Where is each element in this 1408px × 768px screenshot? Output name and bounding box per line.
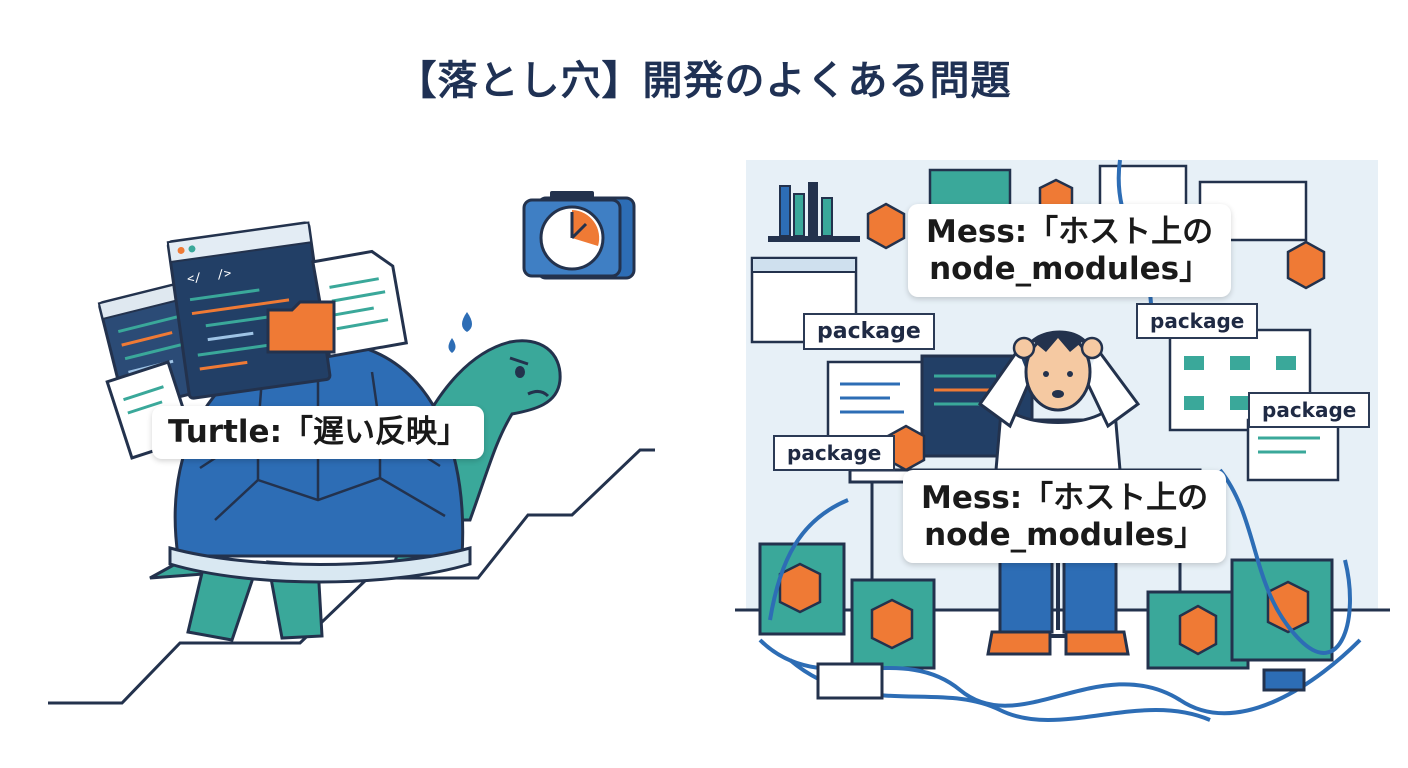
package-label: package bbox=[1136, 303, 1259, 339]
package-label: package bbox=[1248, 392, 1371, 428]
package-label: package bbox=[773, 435, 896, 471]
callout-mess-bottom-line1: Mess:「ホスト上の bbox=[921, 480, 1209, 516]
package-box-icon bbox=[758, 178, 1334, 670]
callout-mess-bottom-line2: node_modules」 bbox=[924, 516, 1206, 553]
staircase bbox=[48, 448, 655, 705]
callout-turtle-text: Turtle:「遅い反映」 bbox=[168, 414, 468, 450]
package-label: package bbox=[803, 313, 935, 350]
code-window-stack: </ /> bbox=[97, 221, 409, 460]
code-tag-close: /> bbox=[216, 266, 232, 282]
callout-mess-bottom: Mess:「ホスト上の node_modules」 bbox=[903, 470, 1227, 564]
callout-mess-top: Mess:「ホスト上の node_modules」 bbox=[908, 204, 1232, 298]
callout-mess-top-line1: Mess:「ホスト上の bbox=[926, 214, 1214, 250]
callout-turtle: Turtle:「遅い反映」 bbox=[152, 406, 484, 459]
clock-icon bbox=[522, 191, 636, 280]
code-tag-open: </ bbox=[186, 270, 202, 286]
callout-mess-top-line2: node_modules」 bbox=[929, 250, 1211, 287]
folder-icon bbox=[266, 300, 336, 354]
page-title: 【落とし穴】開発のよくある問題 bbox=[396, 58, 1012, 104]
